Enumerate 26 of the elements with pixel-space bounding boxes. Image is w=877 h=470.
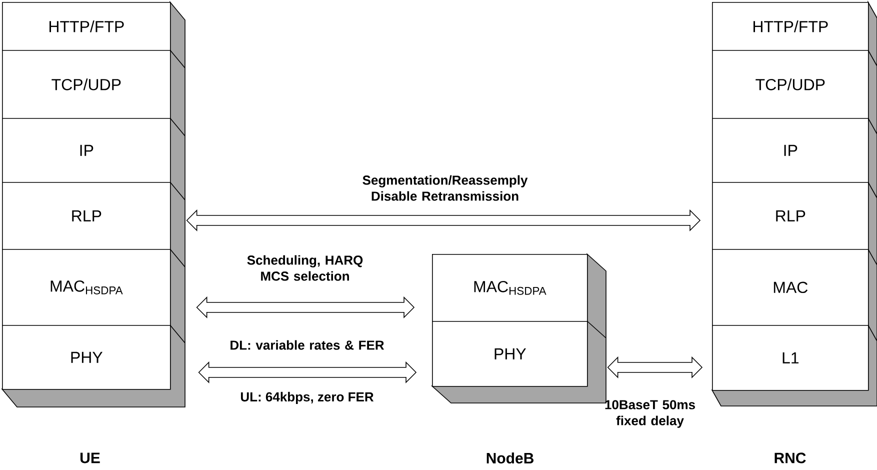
stack-label: RNC <box>774 452 806 464</box>
edge-label: Segmentation/Reassemply Disable Retransmission <box>362 175 528 201</box>
double-arrow <box>198 361 417 384</box>
layer-box: PHY <box>432 321 588 387</box>
double-arrow <box>186 209 701 232</box>
edge-label: 10BaseT 50ms fixed delay <box>605 400 695 428</box>
stack-label: NodeB <box>486 452 534 464</box>
layer-box: MAC$_{HSDPA}$ <box>432 254 588 322</box>
layer-box: RLP <box>712 182 869 250</box>
stack-label: UE <box>80 452 100 464</box>
layer-box: HTTP/FTP <box>2 2 171 51</box>
layer-box: HTTP/FTP <box>712 2 869 51</box>
link-note: UL: 64kbps, zero FER <box>240 392 374 404</box>
layer-box: IP <box>712 118 869 183</box>
layer-box: MAC$_{HSDPA}$ <box>2 249 171 326</box>
edge-label: DL: variable rates & FER <box>230 340 384 350</box>
layer-box: RLP <box>2 182 171 250</box>
layer-box: TCP/UDP <box>2 50 171 119</box>
layer-box: L1 <box>712 325 869 391</box>
double-arrow <box>196 296 415 318</box>
layer-box: TCP/UDP <box>712 50 869 119</box>
layer-box: IP <box>2 118 171 183</box>
layer-box: MAC <box>712 249 869 326</box>
edge-label: Scheduling, HARQ MCS selection <box>247 255 363 281</box>
double-arrow <box>607 356 703 378</box>
layer-box: PHY <box>2 325 171 390</box>
